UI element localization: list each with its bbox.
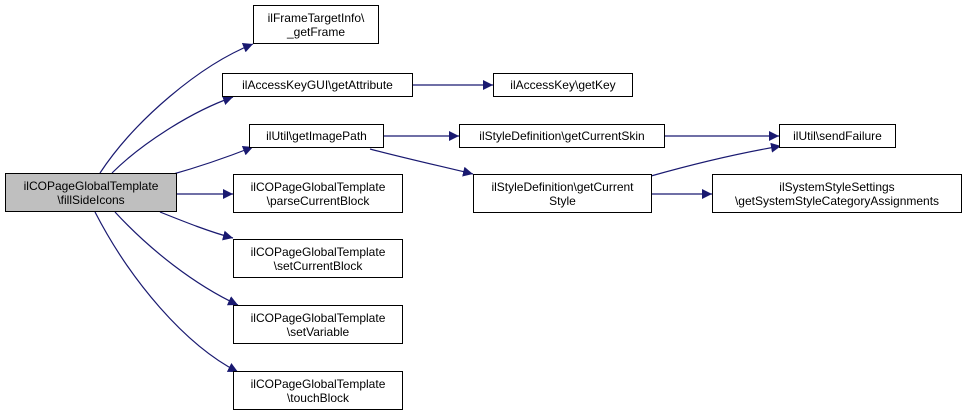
node-getattribute[interactable]: ilAccessKeyGUI\getAttribute [222,73,413,97]
node-getcurrentstyle[interactable]: ilStyleDefinition\getCurrent Style [473,174,652,213]
node-sendfailure-label: ilUtil\sendFailure [793,129,882,143]
node-touchblock-line2: \touchBlock [286,390,350,405]
node-getimagepath-label: ilUtil\getImagePath [266,129,367,143]
node-root-line2: \fillSideIcons [57,192,125,207]
edge-root-to-getimagepath [169,146,254,176]
node-setcurrentblock-line2: \setCurrentBlock [273,258,363,273]
edge-getimagepath-to-getcurrentstyle [369,148,474,177]
node-getframe[interactable]: ilFrameTargetInfo\ _getFrame [253,5,379,44]
node-getkey[interactable]: ilAccessKey\getKey [493,73,633,97]
node-setvariable[interactable]: ilCOPageGlobalTemplate \setVariable [233,305,403,344]
node-getsystemstyle-line1: ilSystemStyleSettings [779,179,895,194]
node-parsecurrentblock[interactable]: ilCOPageGlobalTemplate \parseCurrentBloc… [233,174,403,213]
edge-root-to-setcurrentblock [159,211,234,241]
node-setvariable-line1: ilCOPageGlobalTemplate [250,310,386,325]
node-getsystemstyle[interactable]: ilSystemStyleSettings \getSystemStyleCat… [712,174,962,213]
node-root-fillsideicons: ilCOPageGlobalTemplate \fillSideIcons [5,173,177,212]
edge-root-to-getattribute [111,95,234,174]
node-getframe-line2: _getFrame [286,24,346,39]
node-parsecurrentblock-line1: ilCOPageGlobalTemplate [250,179,386,194]
edge-root-to-touchblock [94,211,239,373]
edge-root-to-setvariable [114,211,239,306]
node-getcurrentskin[interactable]: ilStyleDefinition\getCurrentSkin [459,124,665,148]
node-setvariable-line2: \setVariable [286,324,350,339]
node-getimagepath[interactable]: ilUtil\getImagePath [249,124,384,148]
edge-getcurrentstyle-to-sendfailure [650,142,782,177]
node-getattribute-label: ilAccessKeyGUI\getAttribute [242,78,393,92]
edge-root-to-getframe [99,43,254,174]
node-getcurrentstyle-line2: Style [549,193,576,208]
node-touchblock[interactable]: ilCOPageGlobalTemplate \touchBlock [233,371,403,410]
node-setcurrentblock[interactable]: ilCOPageGlobalTemplate \setCurrentBlock [233,239,403,278]
node-sendfailure[interactable]: ilUtil\sendFailure [779,124,896,148]
node-setcurrentblock-line1: ilCOPageGlobalTemplate [250,244,386,259]
node-touchblock-line1: ilCOPageGlobalTemplate [250,376,386,391]
node-getsystemstyle-line2: \getSystemStyleCategoryAssignments [734,193,940,208]
node-getcurrentstyle-line1: ilStyleDefinition\getCurrent [491,179,634,194]
node-parsecurrentblock-line2: \parseCurrentBlock [266,193,370,208]
node-root-line1: ilCOPageGlobalTemplate [23,178,159,193]
node-getcurrentskin-label: ilStyleDefinition\getCurrentSkin [479,129,645,143]
node-getkey-label: ilAccessKey\getKey [510,78,616,92]
node-getframe-line1: ilFrameTargetInfo\ [267,10,365,25]
